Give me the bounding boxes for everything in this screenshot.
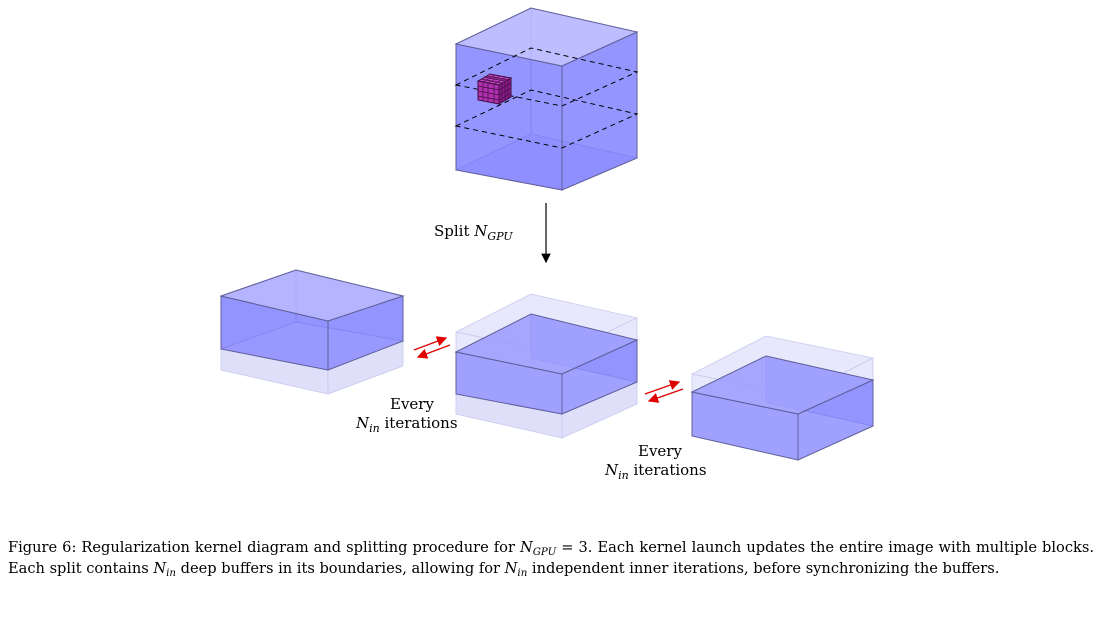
svg-text:Nin iterations: Nin iterations bbox=[355, 414, 458, 435]
every-label-left: Every Nin iterations bbox=[355, 395, 458, 435]
svg-text:Every: Every bbox=[638, 442, 682, 460]
svg-text:Every: Every bbox=[390, 395, 434, 413]
svg-text:Nin iterations: Nin iterations bbox=[604, 461, 707, 482]
every-label-right: Every Nin iterations bbox=[604, 442, 707, 482]
exchange-arrows-right bbox=[644, 380, 684, 403]
exchange-arrows-left bbox=[413, 336, 451, 359]
split-block-right bbox=[690, 335, 875, 461]
figure-caption: Figure 6: Regularization kernel diagram … bbox=[8, 539, 1094, 579]
full-image-cube bbox=[454, 7, 639, 191]
regularization-diagram: Split NGPU bbox=[219, 7, 875, 482]
split-planes bbox=[454, 47, 639, 149]
split-block-middle bbox=[454, 293, 639, 439]
split-block-left bbox=[219, 269, 405, 395]
kernel-block-cube bbox=[476, 73, 513, 105]
split-label: Split NGPU bbox=[434, 222, 513, 243]
